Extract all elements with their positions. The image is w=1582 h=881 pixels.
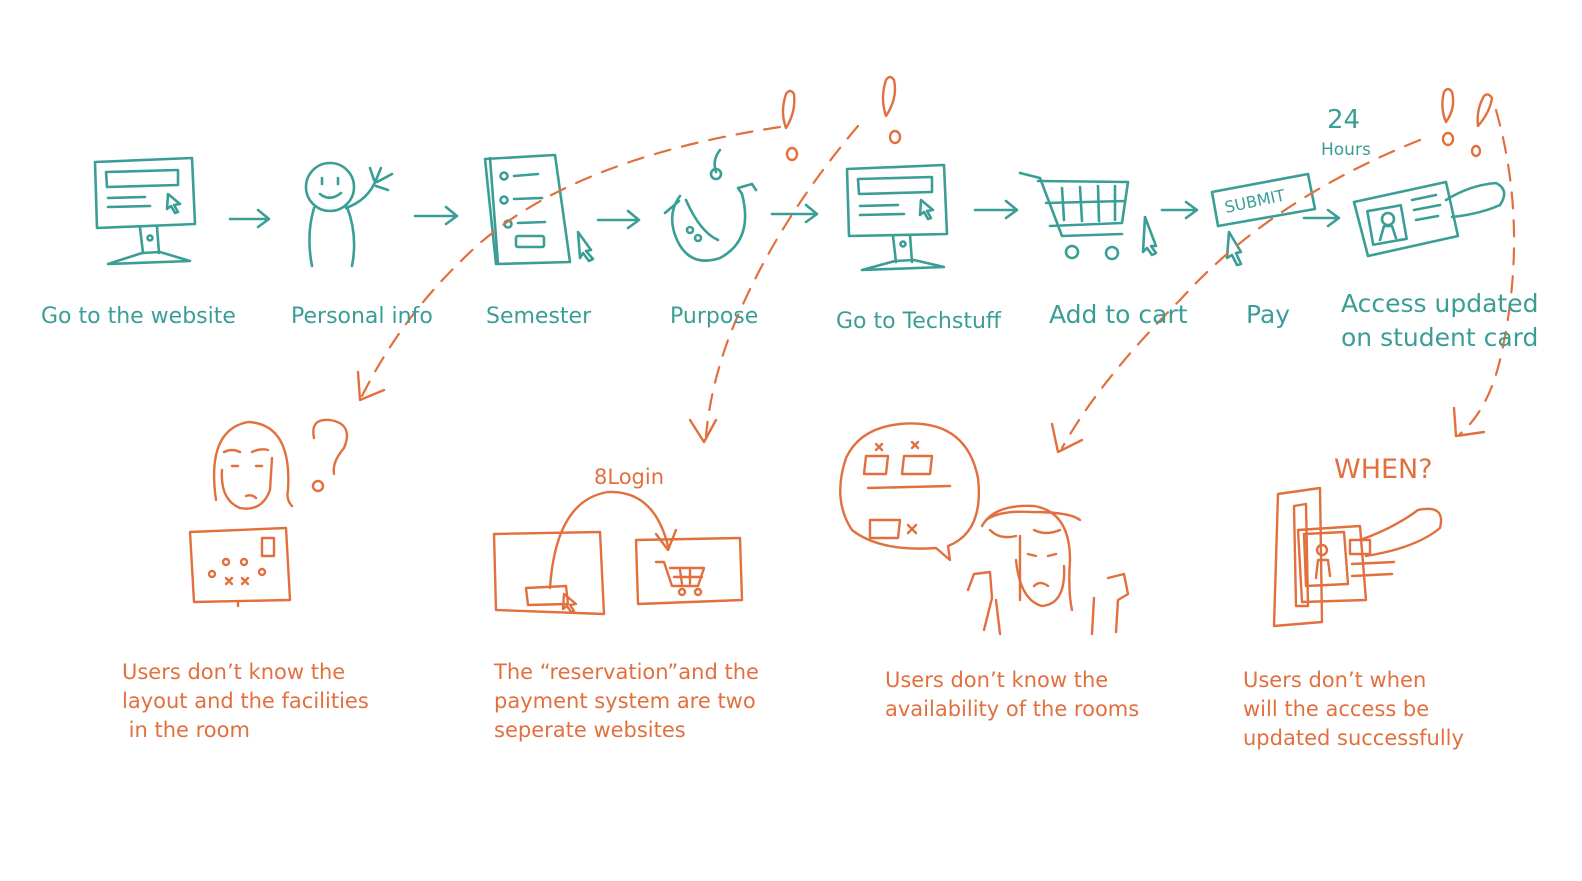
saxophone-icon [663, 148, 758, 262]
connector-dashed [1060, 138, 1422, 450]
monitor-icon [93, 156, 197, 266]
pain-point-separate-websites: The “reservation”and the payment system … [494, 660, 759, 742]
arrow-icon [973, 199, 1019, 220]
step-label-personal-info: Personal info [291, 304, 433, 329]
student-card-icon [1352, 180, 1506, 258]
connector-dashed [704, 124, 860, 438]
login-note: 8Login [594, 465, 664, 489]
arrow-head-icon [356, 370, 386, 402]
arrow-icon [770, 203, 819, 224]
pain-point-availability: Users don’t know the availability of the… [885, 668, 1140, 721]
exclamation-icon [781, 89, 799, 162]
shopping-cart-icon [1018, 171, 1158, 261]
connector-dashed [1458, 108, 1516, 436]
submit-button-text: SUBMIT [1223, 186, 1287, 217]
step-label-semester: Semester [486, 304, 592, 329]
connector-dashed [360, 125, 782, 398]
hours-word: Hours [1321, 140, 1371, 160]
exclamation-icon [1441, 87, 1494, 158]
step-label-purpose: Purpose [670, 304, 759, 329]
arrow-icon [596, 209, 641, 230]
form-document-icon [483, 153, 595, 266]
pain-point-layout: Users don’t know the layout and the faci… [122, 660, 369, 742]
arrow-icon [228, 208, 271, 229]
step-label-access-updated: Access updated on student card [1341, 289, 1539, 352]
arrow-head-icon [1452, 406, 1486, 438]
monitor-icon [845, 163, 949, 272]
arrow-icon [1160, 200, 1199, 220]
arrow-icon [413, 205, 459, 226]
arrow-icon [1302, 208, 1341, 228]
hours-number: 24 [1327, 105, 1360, 135]
step-label-add-to-cart: Add to cart [1049, 300, 1188, 329]
pain-point-access-timing: Users don’t when will the access be upda… [1243, 668, 1464, 750]
step-label-website: Go to the website [41, 304, 236, 329]
confused-user-with-floorplan-icon [188, 418, 349, 608]
arrow-head-icon [688, 418, 718, 444]
when-note: WHEN? [1334, 454, 1433, 485]
step-label-pay: Pay [1246, 300, 1291, 329]
submit-button-icon [1210, 172, 1317, 267]
step-label-techstuff: Go to Techstuff [836, 309, 1002, 334]
arrow-head-icon [1050, 422, 1084, 454]
two-websites-redirect-icon [492, 490, 744, 616]
frustrated-user-with-rooms-icon [839, 422, 1130, 636]
person-waving-icon [304, 161, 394, 268]
exclamation-icon [881, 75, 902, 145]
card-reader-icon [1272, 486, 1443, 628]
